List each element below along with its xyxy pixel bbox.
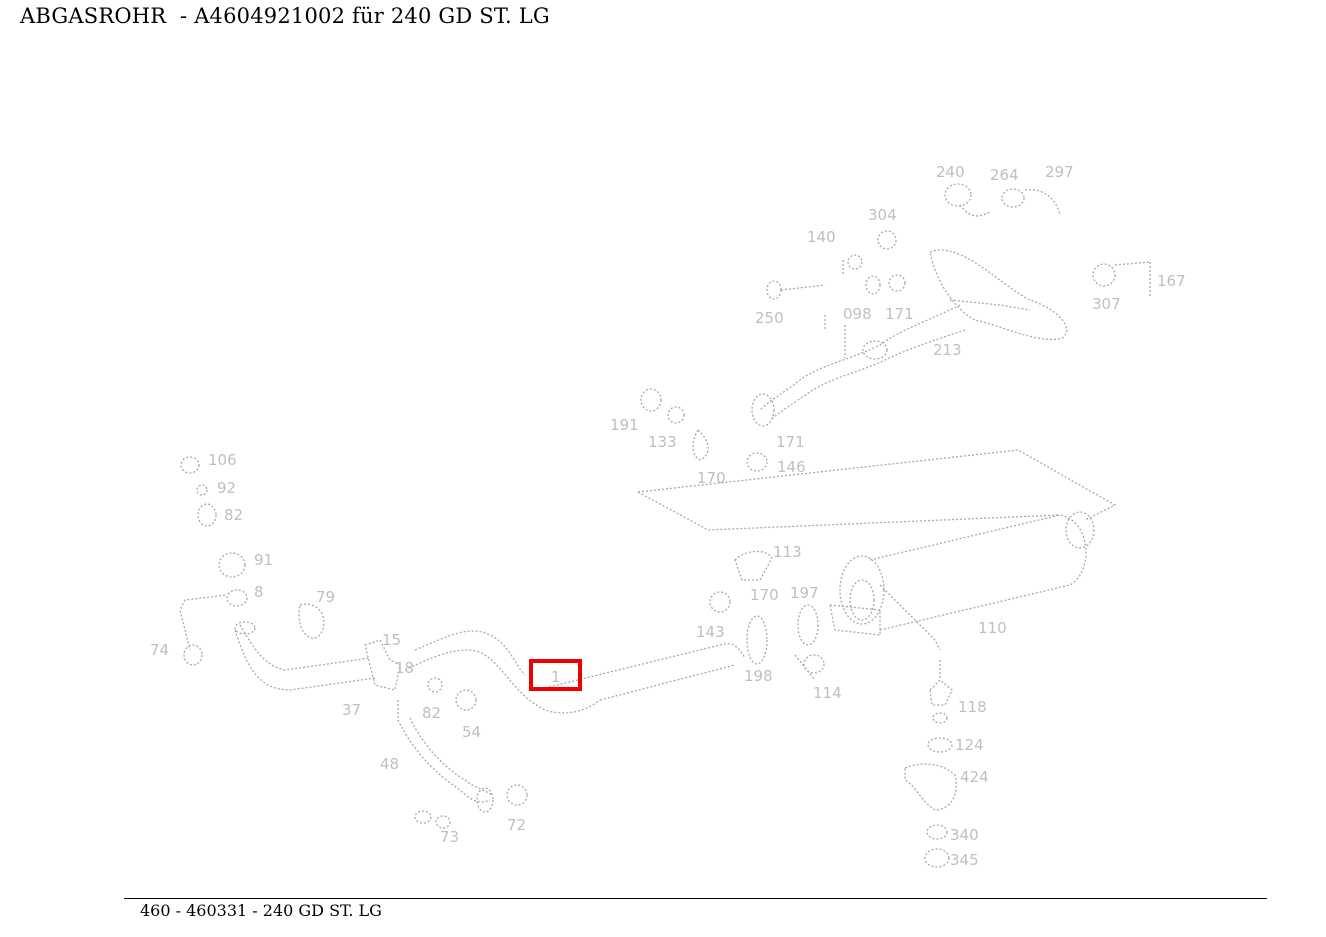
callout-79: 79 (316, 588, 335, 606)
callout-197: 197 (790, 584, 819, 602)
callout-82a: 82 (224, 506, 243, 524)
callout-92: 92 (217, 479, 236, 497)
callout-297: 297 (1045, 163, 1074, 181)
callout-8: 8 (254, 583, 264, 601)
callout-72: 72 (507, 816, 526, 834)
callout-198: 198 (744, 667, 773, 685)
callout-213: 213 (933, 341, 962, 359)
callout-170a: 170 (697, 469, 726, 487)
callout-307: 307 (1092, 295, 1121, 313)
muffler-assembly (637, 449, 1117, 651)
callout-82b: 82 (422, 704, 441, 722)
callout-18: 18 (395, 659, 414, 677)
highlight-frame (529, 659, 582, 691)
callout-118: 118 (958, 698, 987, 716)
callout-143: 143 (696, 623, 725, 641)
callout-424: 424 (960, 768, 989, 786)
front-pipe-assembly (179, 456, 528, 829)
callout-37: 37 (342, 701, 361, 719)
callout-170b: 170 (750, 586, 779, 604)
callout-124: 124 (955, 736, 984, 754)
callout-73: 73 (440, 828, 459, 846)
callout-171a: 171 (885, 305, 914, 323)
callout-146: 146 (777, 458, 806, 476)
callout-304: 304 (868, 206, 897, 224)
callout-110: 110 (978, 619, 1007, 637)
callout-240: 240 (936, 163, 965, 181)
callout-250: 250 (755, 309, 784, 327)
footer-model-info: 460 - 460331 - 240 GD ST. LG (140, 901, 382, 920)
callout-labels: 240 264 297 304 140 250 098 171 213 307 … (150, 163, 1186, 869)
callout-15: 15 (382, 631, 401, 649)
footer-divider (124, 898, 1267, 899)
callout-91: 91 (254, 551, 273, 569)
callout-340: 340 (950, 826, 979, 844)
callout-264: 264 (990, 166, 1019, 184)
hanger-parts (640, 388, 768, 472)
callout-74: 74 (150, 641, 169, 659)
callout-1-highlighted: 1 (551, 668, 561, 686)
callout-098: 098 (843, 305, 872, 323)
main-exhaust-pipe (404, 550, 825, 714)
callout-167: 167 (1157, 272, 1186, 290)
callout-133: 133 (648, 433, 677, 451)
callout-106: 106 (208, 451, 237, 469)
page-title: ABGASROHR - A4604921002 für 240 GD ST. L… (20, 4, 550, 28)
callout-171b: 171 (776, 433, 805, 451)
callout-113: 113 (773, 543, 802, 561)
rubber-mount-parts (904, 660, 957, 868)
callout-114: 114 (813, 684, 842, 702)
callout-54: 54 (462, 723, 481, 741)
callout-140: 140 (807, 228, 836, 246)
callout-191: 191 (610, 416, 639, 434)
callout-48: 48 (380, 755, 399, 773)
callout-345: 345 (950, 851, 979, 869)
upper-pipe-assembly (751, 183, 1151, 427)
